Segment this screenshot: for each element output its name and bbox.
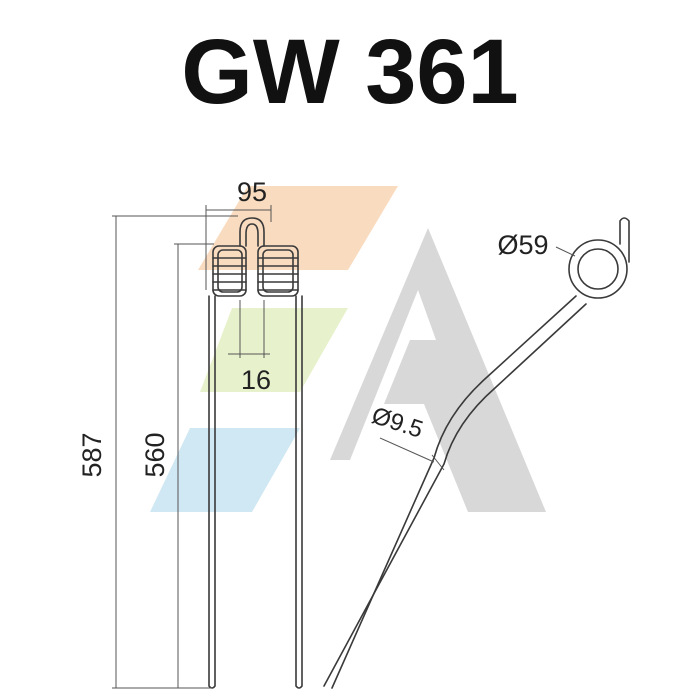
left-coil bbox=[212, 245, 247, 297]
dim-total-length: 587 bbox=[77, 432, 107, 477]
dim-wire-diameter: Ø9.5 bbox=[368, 402, 426, 444]
dim-coil-diameter: Ø59 bbox=[497, 230, 548, 260]
right-leg bbox=[295, 295, 303, 689]
dim-width-top: 95 bbox=[237, 177, 267, 207]
watermark-blue-stripe bbox=[150, 428, 300, 512]
hook-end bbox=[619, 217, 630, 263]
watermark-logo bbox=[150, 186, 546, 512]
side-coil-inner bbox=[577, 248, 619, 290]
product-title: GW 361 bbox=[181, 21, 518, 123]
side-coil-outer bbox=[568, 239, 628, 299]
dim-coil-gap: 16 bbox=[241, 365, 271, 395]
dim-leg-length: 560 bbox=[140, 432, 170, 477]
front-view: 95 16 587 560 bbox=[77, 177, 303, 689]
top-loop-inner bbox=[245, 223, 259, 247]
right-coil bbox=[257, 245, 299, 297]
watermark-orange-stripe bbox=[198, 186, 398, 270]
tine-upper-edge bbox=[331, 295, 577, 689]
watermark-green-stripe bbox=[200, 308, 348, 392]
watermark-gray-a bbox=[330, 228, 546, 512]
tine-lower-edge bbox=[323, 303, 587, 687]
top-loop bbox=[239, 217, 265, 247]
